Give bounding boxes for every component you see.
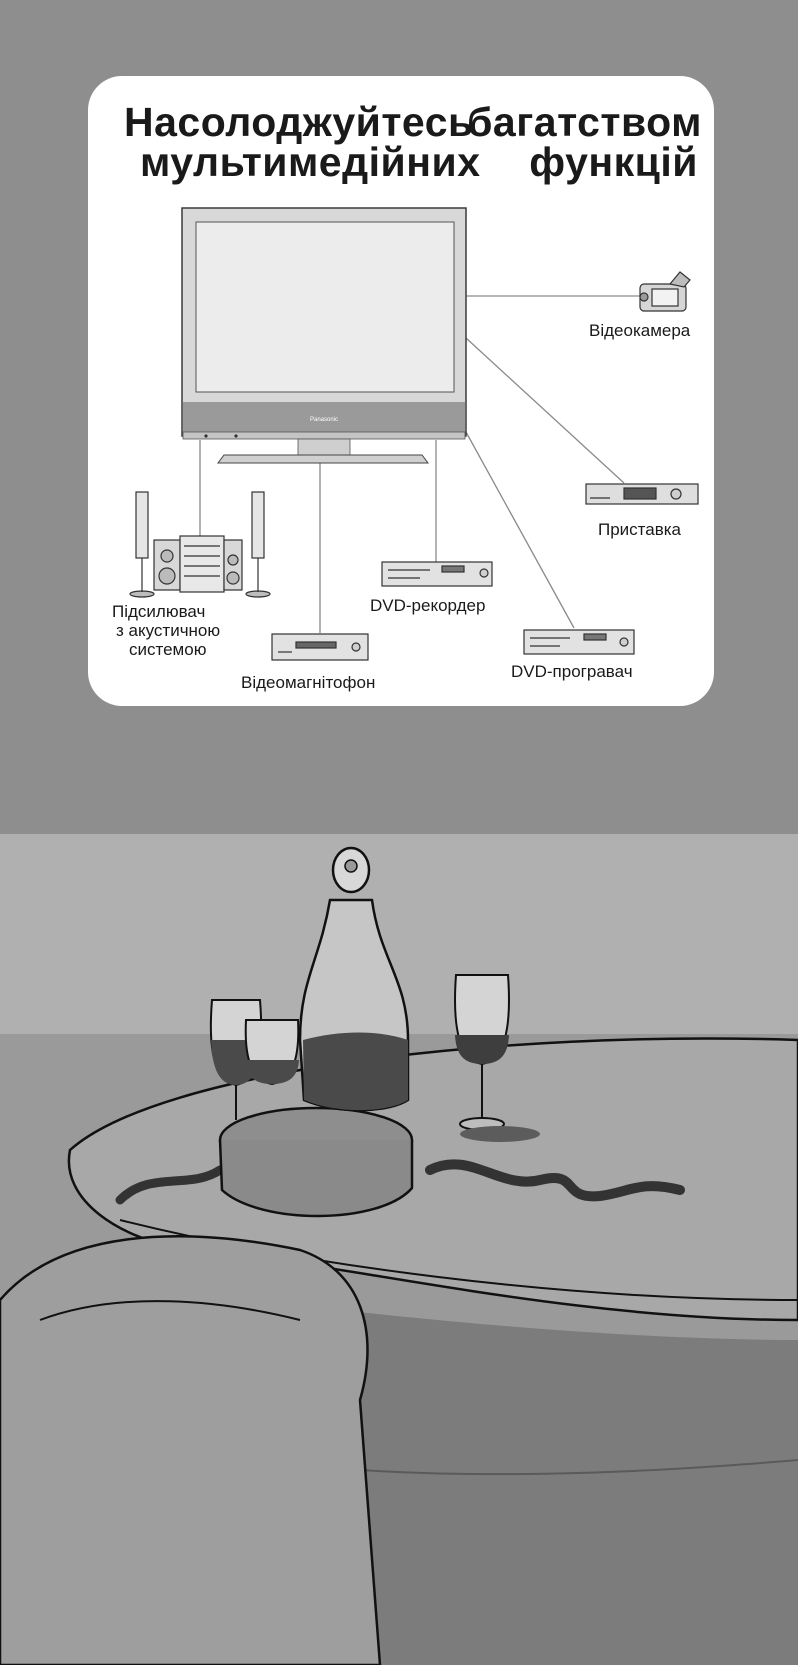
title-word-1: Насолоджуйтесь [124,99,474,145]
label-settop-box: Приставка [598,520,682,539]
vcr-icon [271,633,369,661]
dvd-recorder-icon [381,561,493,587]
label-amplifier-line-2: з акустичною [116,621,221,640]
label-camcorder: Відеокамера [589,321,691,340]
label-amplifier-line-3: системою [129,640,207,659]
label-vcr: Відеомагнітофон [241,673,376,692]
table-scene-illustration [0,834,798,1665]
label-amplifier-line-1: Підсилювач [112,602,206,621]
title-word-2: багатством [467,99,702,145]
dvd-player-icon [523,629,635,655]
connection-lines [199,295,640,633]
set-top-box-icon [585,483,699,505]
label-dvd-recorder: DVD-рекордер [370,596,486,615]
tv-brand-logo: Panasonic [310,417,338,423]
title-word-3: мультимедійних [140,139,481,185]
tv-icon: Panasonic [181,207,467,464]
title-word-4: функцій [529,139,698,185]
camcorder-icon [639,271,691,312]
label-dvd-player: DVD-програвач [511,662,633,681]
amplifier-system-icon [129,491,271,598]
